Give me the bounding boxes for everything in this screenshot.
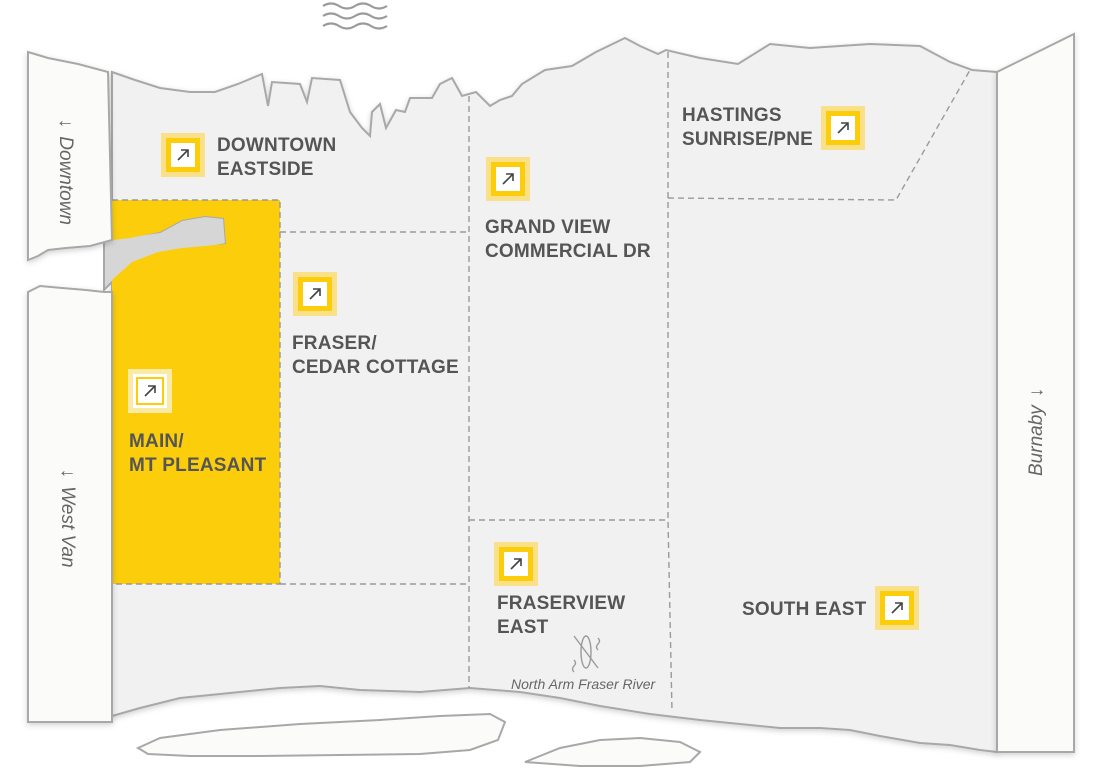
label-south-east[interactable]: SOUTH EAST [742,599,867,620]
label-grand-view[interactable]: GRAND VIEW COMMERCIAL DR [485,217,651,262]
marker-downtown-eastside[interactable] [161,133,205,177]
marker-hastings-sunrise[interactable] [821,106,865,150]
edge-link-west-van[interactable]: ← West Van [54,460,78,568]
marker-fraser-cedar[interactable] [293,272,337,316]
arrow-up-right-icon [177,149,189,161]
edge-label-downtown: Downtown [55,136,76,225]
marker-main-mt-pleasant[interactable] [128,369,172,413]
label-fraser-cedar[interactable]: FRASER/ CEDAR COTTAGE [292,333,459,378]
kayak-icon [571,635,601,673]
marker-south-east[interactable] [875,586,919,630]
arrow-up-right-icon [309,288,321,300]
arrow-up-right-icon [502,173,514,185]
panel-downtown[interactable] [27,50,114,262]
label-downtown-eastside[interactable]: DOWNTOWN EASTSIDE [217,135,337,180]
label-main-mt-pleasant[interactable]: MAIN/ MT PLEASANT [129,431,267,476]
arrow-up-right-icon [510,558,522,570]
edge-label-west-van: West Van [57,486,78,568]
panel-burnaby[interactable] [996,32,1075,753]
neighbourhood-borders [112,52,971,713]
label-hastings-sunrise[interactable]: HASTINGS SUNRISE/PNE [682,105,814,150]
arrow-icon: ← [55,110,75,132]
arrow-up-right-icon [837,122,849,134]
arrow-up-right-icon [144,385,156,397]
panel-west-van[interactable] [27,284,113,723]
marker-grand-view[interactable] [486,157,530,201]
river-label: North Arm Fraser River [511,676,656,692]
land-area [111,36,998,754]
marker-fraserview-east[interactable] [494,542,538,586]
arrow-up-right-icon [891,602,903,614]
edge-label-burnaby: Burnaby [1026,405,1047,476]
edge-link-downtown[interactable]: ← Downtown [52,110,76,226]
waves-icon [322,2,388,30]
edge-link-burnaby[interactable]: Burnaby → [1026,376,1050,476]
arrow-icon: ← [57,460,77,482]
label-fraserview-east[interactable]: FRASERVIEW EAST [497,593,626,638]
arrow-icon: → [1027,379,1047,401]
island-left [135,712,507,757]
island-right [524,736,702,767]
region-main-mt-pleasant[interactable] [112,200,280,584]
